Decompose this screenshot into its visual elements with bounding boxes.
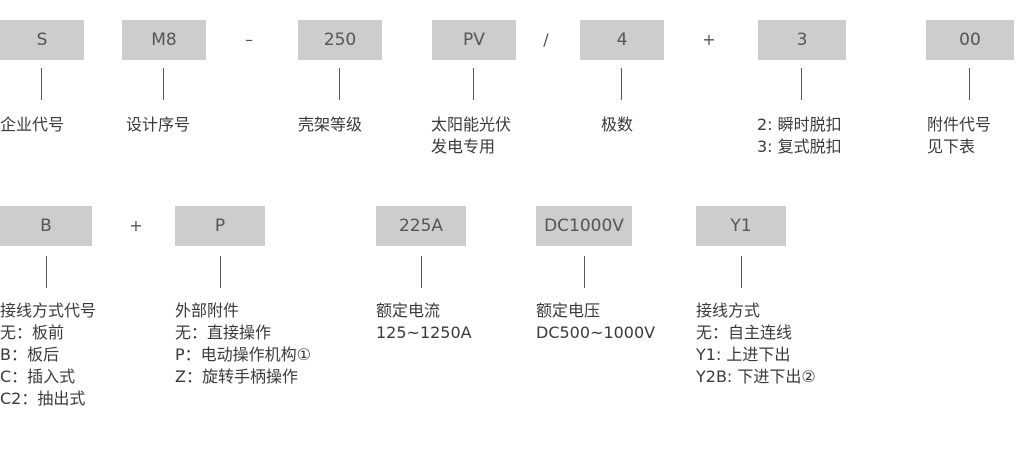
connector-line bbox=[163, 68, 164, 100]
connector-line bbox=[621, 68, 622, 100]
connector-line bbox=[473, 68, 474, 100]
connector-line bbox=[220, 256, 221, 288]
desc-frame-grade: 壳架等级 bbox=[298, 115, 363, 134]
separator-slash: / bbox=[543, 30, 549, 49]
desc-accessory: 附件代号 见下表 bbox=[927, 115, 992, 156]
code-box-connection-mode: Y1 bbox=[696, 206, 786, 246]
desc-solar-pv: 太阳能光伏 发电专用 bbox=[431, 115, 512, 156]
separator-plus-1: + bbox=[702, 30, 716, 49]
code-box-solar-pv: PV bbox=[432, 20, 516, 60]
code-box-rated-voltage: DC1000V bbox=[536, 206, 632, 246]
connector-line bbox=[584, 256, 585, 288]
desc-wiring-mode: 接线方式代号 无：板前 B：板后 C：插入式 C2：抽出式 bbox=[0, 301, 97, 408]
connector-line bbox=[46, 256, 47, 288]
separator-dash-1: – bbox=[245, 30, 253, 49]
code-box-accessory: 00 bbox=[926, 20, 1014, 60]
desc-enterprise: 企业代号 bbox=[0, 115, 65, 134]
connector-line bbox=[741, 256, 742, 288]
code-box-design-series: M8 bbox=[122, 20, 206, 60]
code-box-rated-current: 225A bbox=[376, 206, 466, 246]
connector-line bbox=[969, 68, 970, 100]
desc-trip-type: 2: 瞬时脱扣 3: 复式脱扣 bbox=[757, 115, 842, 156]
desc-rated-current: 额定电流 125~1250A bbox=[376, 301, 472, 342]
code-box-external-accessory: P bbox=[175, 206, 265, 246]
code-box-enterprise: S bbox=[0, 20, 84, 60]
connector-line bbox=[339, 68, 340, 100]
separator-plus-2: + bbox=[129, 216, 143, 235]
code-box-wiring-mode: B bbox=[0, 206, 92, 246]
code-box-poles: 4 bbox=[580, 20, 664, 60]
desc-connection-mode: 接线方式 无：自主连线 Y1: 上进下出 Y2B: 下进下出② bbox=[696, 301, 816, 386]
connector-line bbox=[421, 256, 422, 288]
desc-design-series: 设计序号 bbox=[126, 115, 191, 134]
code-box-frame-grade: 250 bbox=[298, 20, 382, 60]
connector-line bbox=[801, 68, 802, 100]
desc-rated-voltage: 额定电压 DC500~1000V bbox=[536, 301, 656, 342]
connector-line bbox=[41, 68, 42, 100]
code-box-trip-type: 3 bbox=[758, 20, 846, 60]
desc-poles: 极数 bbox=[601, 115, 634, 134]
desc-external-accessory: 外部附件 无：直接操作 P：电动操作机构① Z：旋转手柄操作 bbox=[175, 301, 311, 386]
